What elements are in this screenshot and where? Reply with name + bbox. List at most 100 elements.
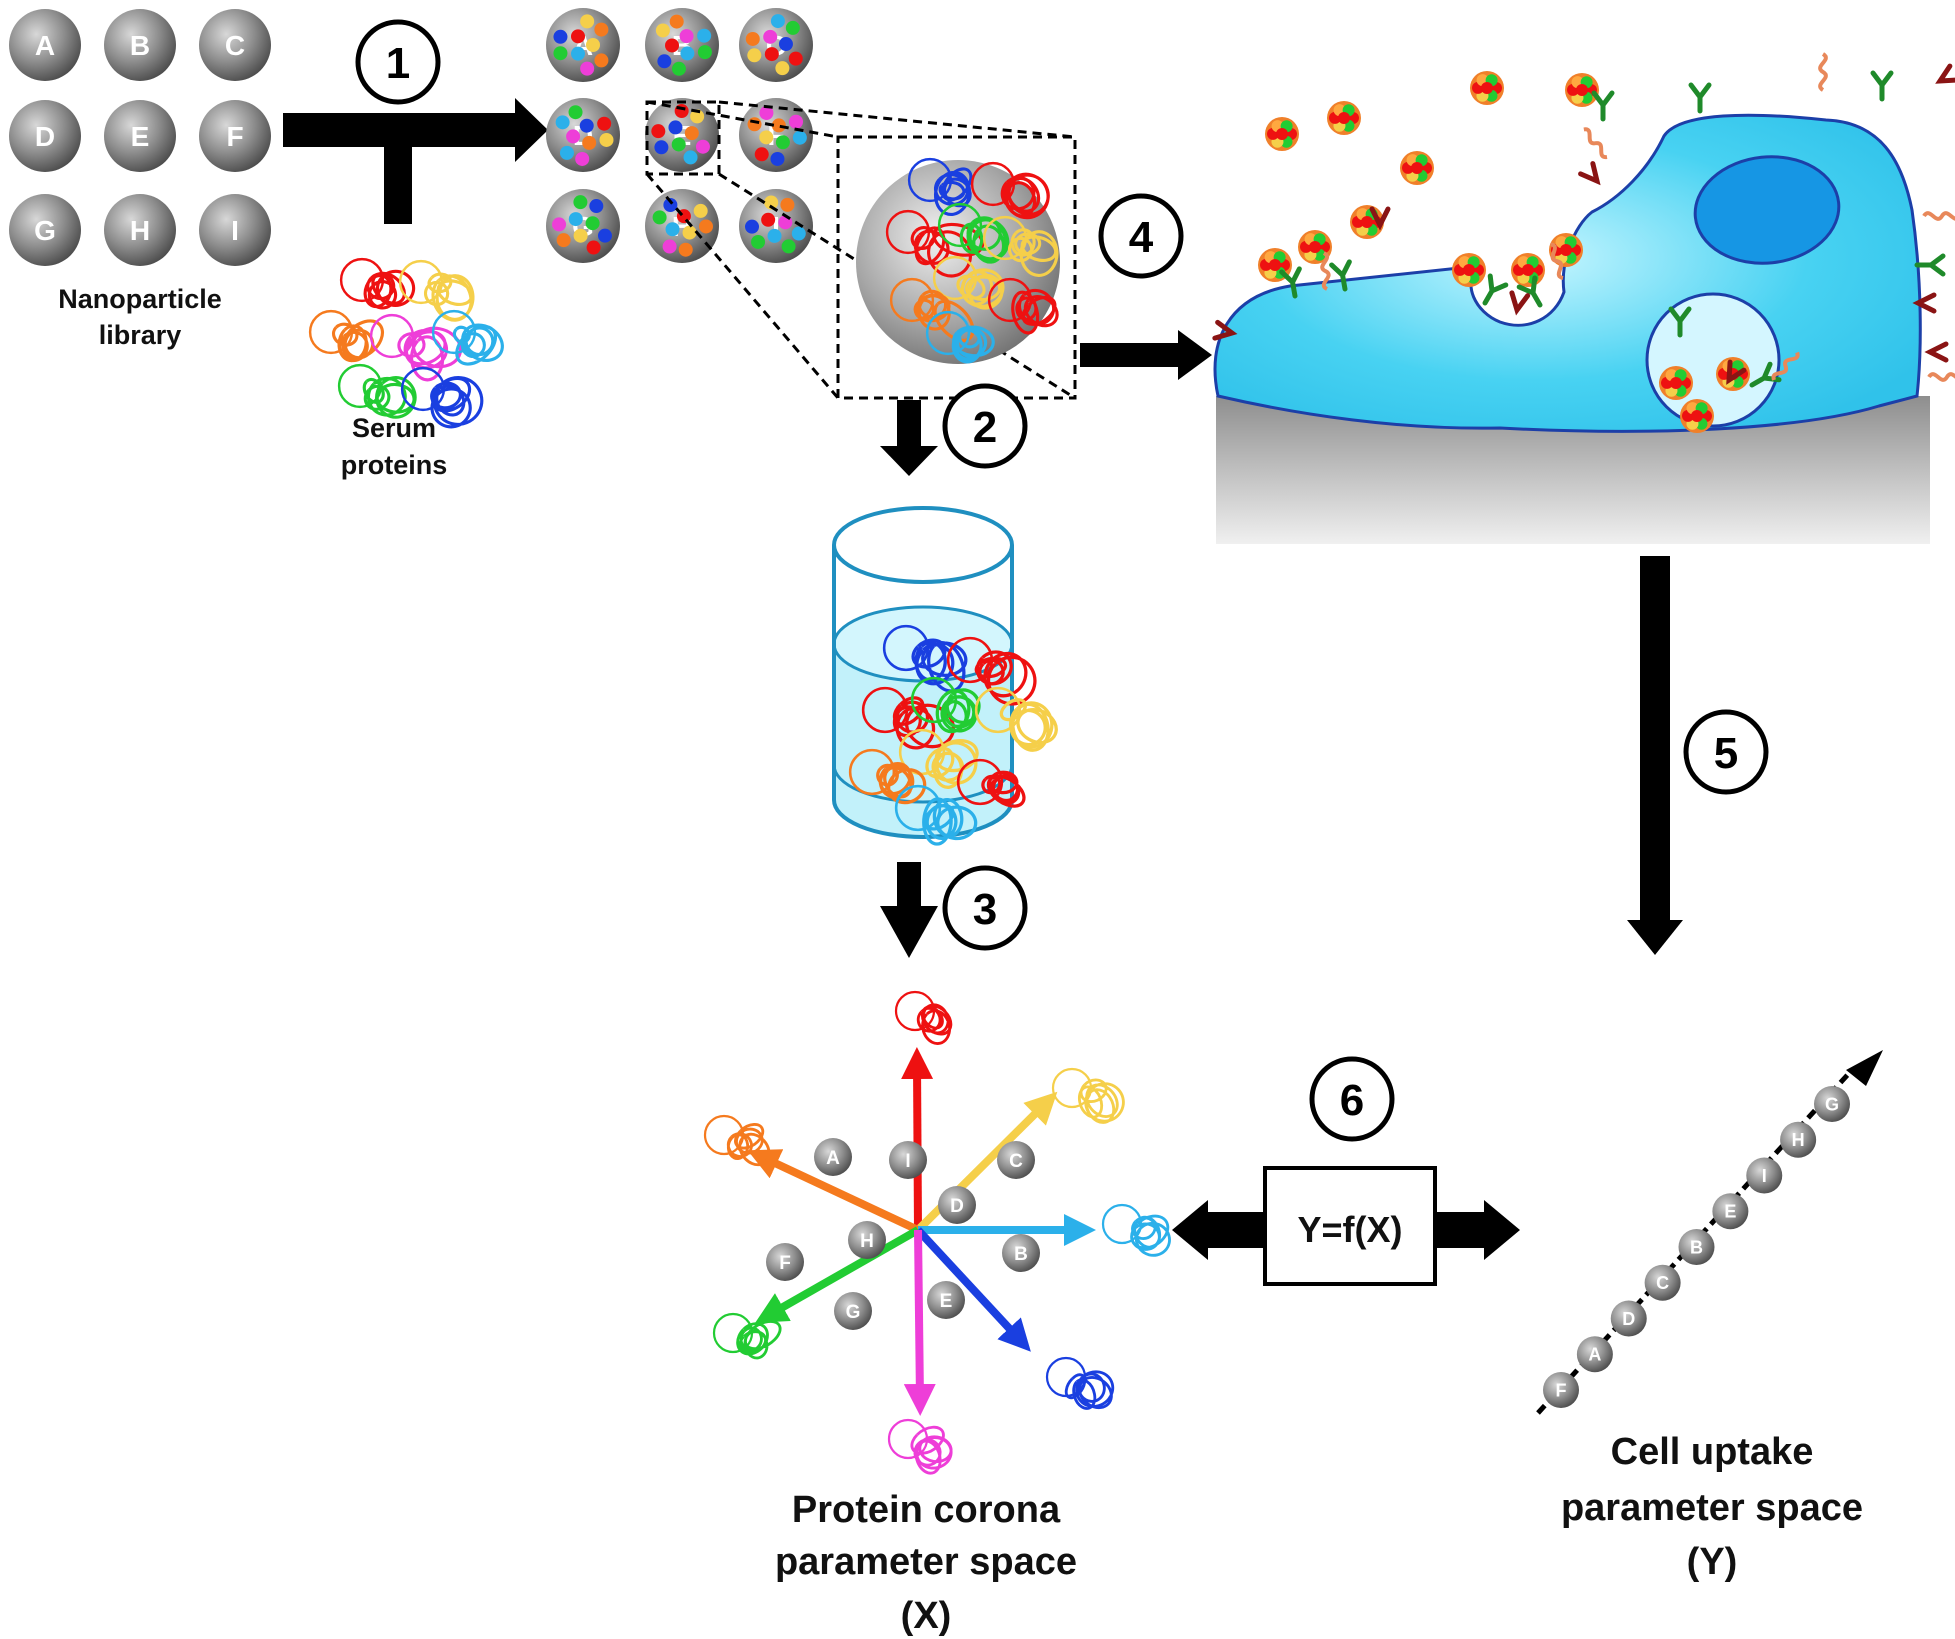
adsorbed-protein bbox=[665, 38, 680, 53]
adsorbed-protein bbox=[788, 51, 803, 66]
step6-number: 6 bbox=[1340, 1076, 1364, 1125]
corona-protein-icon bbox=[885, 209, 985, 278]
serum-protein-icon bbox=[431, 309, 504, 366]
dissolved-protein-icon bbox=[910, 676, 981, 734]
serum-protein-icon bbox=[369, 313, 463, 382]
nanoparticle-letter: D bbox=[950, 1196, 964, 1217]
nanoparticle-sphere bbox=[834, 1292, 872, 1330]
nanoparticle-sphere bbox=[9, 194, 81, 266]
nanoparticle-sphere bbox=[848, 1221, 886, 1259]
nanoparticle-letter: H bbox=[130, 215, 150, 246]
uptake-axis-arrowhead bbox=[1846, 1050, 1883, 1086]
corona-label-line1: Protein corona bbox=[792, 1489, 1061, 1531]
adsorbed-protein bbox=[662, 239, 677, 254]
receptor-icon bbox=[1549, 242, 1564, 280]
adsorbed-protein bbox=[764, 47, 779, 62]
corona-nanoparticle-icon bbox=[1327, 101, 1361, 135]
corona-protein-icon bbox=[937, 202, 1010, 264]
adsorbed-protein bbox=[671, 61, 686, 76]
nanoparticle-sphere bbox=[1610, 1300, 1647, 1337]
step1-arrow bbox=[283, 98, 548, 224]
corona-point-I: I bbox=[889, 1141, 927, 1179]
nanoparticle-letter: C bbox=[1656, 1273, 1669, 1293]
corona-nanoparticle-icon bbox=[1298, 230, 1332, 264]
receptor-icon bbox=[1726, 359, 1747, 385]
axis-protein-icon bbox=[712, 1312, 782, 1360]
adsorbed-protein bbox=[770, 14, 785, 29]
adsorbed-protein bbox=[778, 37, 793, 52]
adsorbed-protein bbox=[575, 151, 590, 166]
adsorbed-protein bbox=[586, 38, 600, 52]
adsorbed-protein bbox=[680, 46, 695, 61]
adsorbed-protein bbox=[579, 118, 594, 133]
adsorbed-protein bbox=[764, 195, 779, 210]
nanoparticle-letter: B bbox=[1014, 1244, 1028, 1265]
library-particle-D: D bbox=[9, 100, 81, 172]
cell-scene bbox=[1212, 52, 1955, 544]
dissolved-protein-icon bbox=[956, 758, 1026, 808]
zoomed-nanoparticle bbox=[856, 157, 1060, 364]
adsorbed-protein bbox=[679, 29, 694, 44]
receptor-icon bbox=[1935, 63, 1955, 84]
adsorbed-protein bbox=[571, 29, 585, 44]
dissolved-protein-icon bbox=[946, 636, 1037, 706]
nanoparticle-letter: B bbox=[130, 30, 150, 61]
nanoparticle-sphere bbox=[1644, 1264, 1681, 1301]
nanoparticle-letter: A bbox=[1588, 1345, 1601, 1365]
adsorbed-protein bbox=[599, 132, 614, 147]
nanoparticle-sphere bbox=[104, 194, 176, 266]
corona-protein-icon bbox=[987, 277, 1059, 335]
adsorbed-protein bbox=[566, 129, 581, 144]
adsorbed-protein bbox=[594, 53, 609, 68]
nanoparticle-letter: I bbox=[772, 211, 780, 242]
nanoparticle-sphere bbox=[814, 1138, 852, 1176]
nanoparticle-letter: G bbox=[846, 1302, 861, 1323]
corona-nanoparticle-icon bbox=[1680, 399, 1714, 433]
receptor-icon bbox=[1912, 292, 1937, 314]
step1-badge: 1 bbox=[355, 19, 441, 105]
receptor-icon bbox=[1818, 52, 1828, 92]
adsorbed-protein bbox=[678, 242, 693, 257]
corona-point-E: E bbox=[927, 1281, 965, 1319]
adsorbed-protein bbox=[745, 219, 760, 234]
serum-protein-icon bbox=[400, 366, 484, 429]
adsorbed-protein bbox=[651, 124, 666, 139]
adsorbed-protein bbox=[580, 14, 595, 29]
adsorbed-protein bbox=[657, 54, 672, 69]
step3-badge: 3 bbox=[942, 865, 1028, 951]
serum-protein-icon bbox=[398, 259, 475, 322]
adsorbed-protein bbox=[695, 139, 710, 154]
nanoparticle-letter: E bbox=[1724, 1202, 1736, 1222]
uptake-point-E: E bbox=[1712, 1193, 1749, 1230]
corona-point-C: C bbox=[997, 1141, 1035, 1179]
adsorbed-protein bbox=[665, 222, 680, 237]
adsorbed-protein bbox=[586, 240, 601, 255]
adsorbed-protein bbox=[754, 147, 769, 162]
receptor-icon bbox=[1516, 275, 1543, 308]
nanoparticle-letter: D bbox=[35, 121, 55, 152]
adsorbed-protein bbox=[671, 137, 686, 152]
nanoparticle-sphere bbox=[199, 100, 271, 172]
step4-badge: 4 bbox=[1098, 193, 1184, 279]
corona-point-B: B bbox=[1002, 1234, 1040, 1272]
coated-particle-C: C bbox=[739, 8, 813, 82]
nanoparticle-sphere bbox=[997, 1141, 1035, 1179]
model-equation: Y=f(X) bbox=[1297, 1209, 1402, 1250]
adsorbed-protein bbox=[683, 150, 698, 165]
nanoparticle-letter: F bbox=[1556, 1380, 1567, 1400]
corona-nanoparticle-icon bbox=[1659, 366, 1693, 400]
receptor-icon bbox=[1320, 251, 1331, 291]
nanoparticle-sphere bbox=[1543, 1372, 1579, 1408]
nanoparticle-sphere bbox=[199, 9, 271, 81]
adsorbed-protein bbox=[582, 135, 597, 150]
nanoparticle-letter: A bbox=[35, 30, 55, 61]
corona-nanoparticle-icon bbox=[1716, 357, 1750, 391]
adsorbed-protein bbox=[668, 120, 683, 135]
receptor-icon bbox=[1482, 273, 1509, 306]
corona-axis-magenta bbox=[903, 1229, 936, 1416]
adsorbed-protein bbox=[775, 61, 790, 76]
nanoparticle-letter: C bbox=[225, 30, 245, 61]
